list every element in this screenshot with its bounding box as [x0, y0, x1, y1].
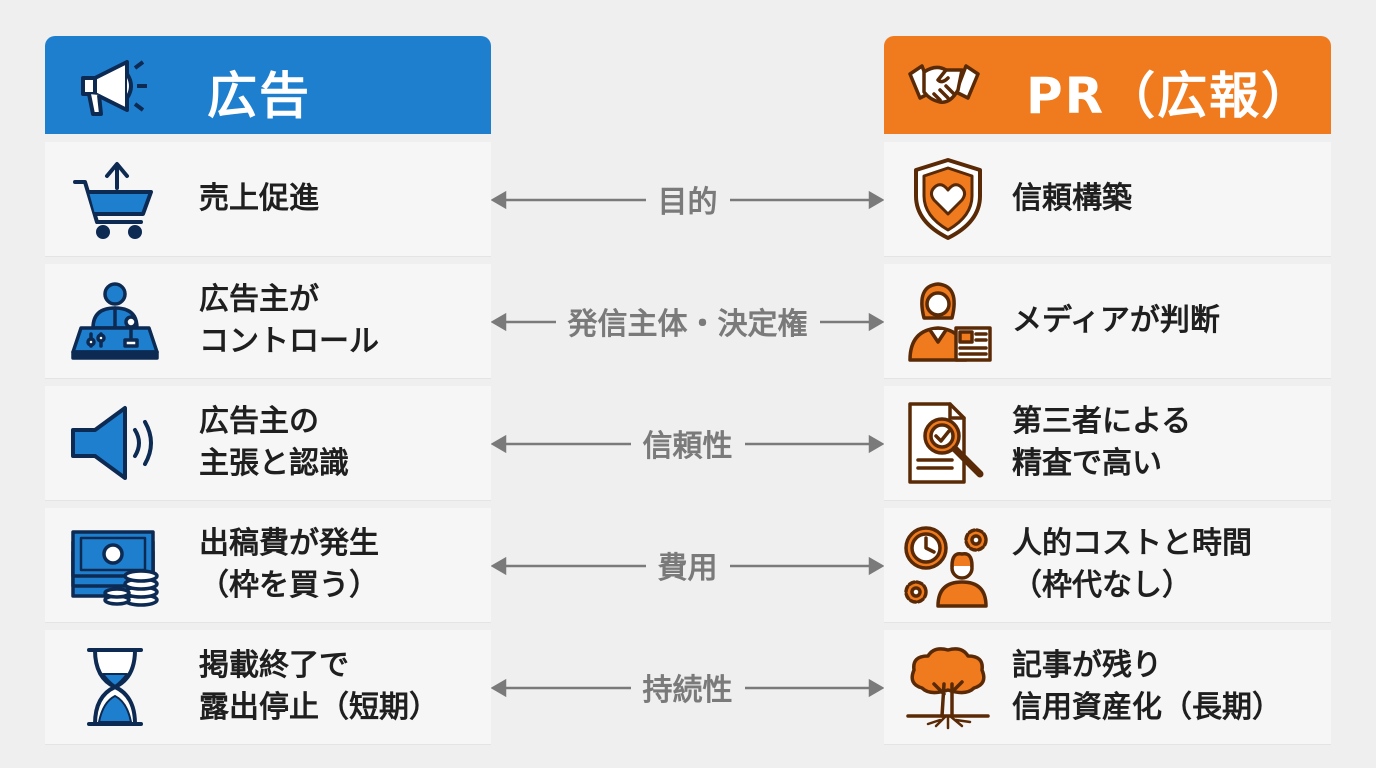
money-coins-icon: [71, 530, 159, 607]
category-label: 目的: [645, 177, 730, 221]
clock-gears-person-icon: [904, 526, 988, 608]
category-label: 費用: [645, 543, 730, 587]
pr-text-purpose: 信頼構築: [1012, 181, 1132, 216]
category-control: 発信主体・決定権: [491, 264, 884, 378]
ad-text-purpose: 売上促進: [199, 181, 319, 216]
shield-heart-icon: [914, 158, 982, 240]
tree-icon: [906, 647, 990, 730]
ad-row-cost: 出稿費が発生 （枠を買う）: [45, 508, 491, 622]
ad-text-control: 広告主が コントロール: [199, 282, 379, 359]
ad-row-purpose: 売上促進: [45, 142, 491, 256]
pr-text-cost: 人的コストと時間 （枠代なし）: [1012, 526, 1252, 603]
hourglass-icon: [87, 648, 143, 726]
category-label: 持続性: [630, 665, 745, 709]
pr-text-credibility: 第三者による 精査で高い: [1012, 404, 1192, 481]
category-cost: 費用: [491, 508, 884, 622]
category-purpose: 目的: [491, 142, 884, 256]
pr-title: PR（広報）: [1026, 67, 1314, 125]
pr-row-duration: 記事が残り 信用資産化（長期）: [884, 630, 1331, 744]
ad-text-cost: 出稿費が発生 （枠を買う）: [199, 526, 379, 603]
category-credibility: 信頼性: [491, 386, 884, 500]
pr-row-credibility: 第三者による 精査で高い: [884, 386, 1331, 500]
ad-row-duration: 掲載終了で 露出停止（短期）: [45, 630, 491, 744]
ad-row-credibility: 広告主の 主張と認識: [45, 386, 491, 500]
controller-person-icon: [71, 282, 159, 360]
pr-text-duration: 記事が残り 信用資産化（長期）: [1012, 648, 1282, 725]
pr-row-cost: 人的コストと時間 （枠代なし）: [884, 508, 1331, 622]
ad-text-duration: 掲載終了で 露出停止（短期）: [199, 648, 439, 725]
reporter-icon: [908, 282, 992, 362]
category-label: 信頼性: [630, 421, 745, 465]
ad-header: 広告: [45, 36, 491, 134]
ad-row-control: 広告主が コントロール: [45, 264, 491, 378]
handshake-icon: [908, 64, 980, 104]
shopping-cart-icon: [73, 162, 153, 239]
speaker-icon: [71, 406, 153, 480]
megaphone-icon: [81, 60, 147, 116]
ad-text-credibility: 広告主の 主張と認識: [199, 404, 349, 481]
pr-row-purpose: 信頼構築: [884, 142, 1331, 256]
category-label: 発信主体・決定権: [555, 299, 820, 343]
category-duration: 持続性: [491, 630, 884, 744]
document-magnifier-icon: [908, 402, 984, 484]
pr-text-control: メディアが判断: [1012, 303, 1220, 338]
pr-header: PR（広報）: [884, 36, 1331, 134]
pr-row-control: メディアが判断: [884, 264, 1331, 378]
ad-title: 広告: [207, 67, 311, 125]
